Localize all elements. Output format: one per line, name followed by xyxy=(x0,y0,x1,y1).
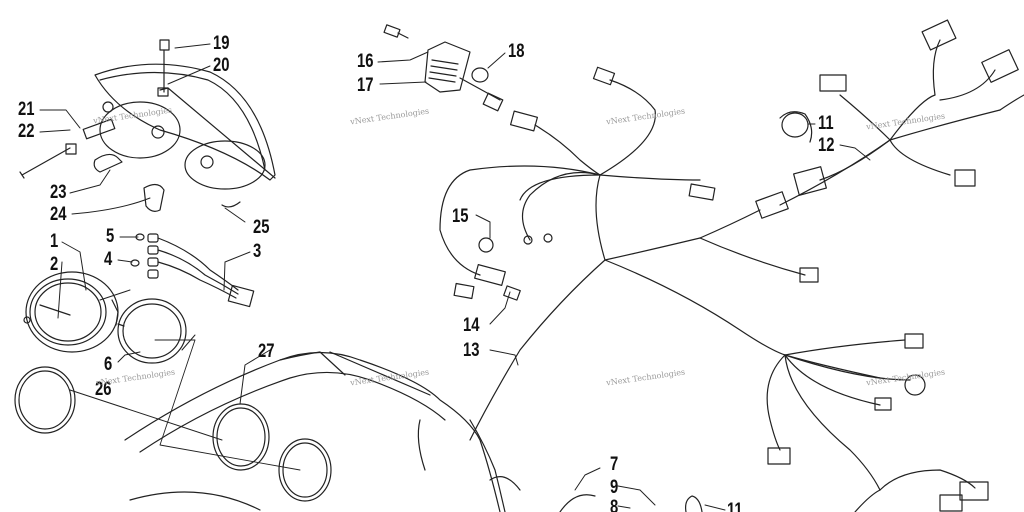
leader-lines xyxy=(39,43,871,511)
callout-9: 9 xyxy=(610,477,619,498)
headlight-assembly xyxy=(94,39,276,190)
instrument-panel xyxy=(124,351,521,512)
callout-24: 24 xyxy=(50,204,67,225)
callout-11-bottom: 11 xyxy=(727,500,743,512)
speedometer xyxy=(23,271,125,353)
callout-2: 2 xyxy=(50,254,59,275)
callout-4: 4 xyxy=(104,249,113,270)
callout-14: 14 xyxy=(463,315,480,336)
main-harness xyxy=(439,19,1024,441)
callout-7: 7 xyxy=(610,454,619,475)
bezel-rings xyxy=(14,298,187,434)
callout-18: 18 xyxy=(508,41,525,62)
callout-6: 6 xyxy=(104,354,113,375)
callout-26: 26 xyxy=(95,379,112,400)
callout-16: 16 xyxy=(357,51,374,72)
callout-19: 19 xyxy=(213,33,230,54)
callout-12: 12 xyxy=(818,135,835,156)
callout-3: 3 xyxy=(253,241,262,262)
callout-25: 25 xyxy=(253,217,270,238)
callout-22: 22 xyxy=(18,121,35,142)
callout-13: 13 xyxy=(463,340,480,361)
regulator xyxy=(383,24,504,112)
callout-21: 21 xyxy=(18,99,35,120)
bulb-harness xyxy=(130,233,255,308)
callout-15: 15 xyxy=(452,206,469,227)
callout-23: 23 xyxy=(50,182,67,203)
callout-17: 17 xyxy=(357,75,374,96)
callout-27: 27 xyxy=(258,341,275,362)
callout-8: 8 xyxy=(610,497,619,512)
adjuster-parts xyxy=(19,118,241,212)
callout-20: 20 xyxy=(213,55,230,76)
lower-harness xyxy=(766,333,989,512)
callout-5: 5 xyxy=(106,226,115,247)
callout-11-top: 11 xyxy=(818,113,834,134)
callout-1: 1 xyxy=(50,231,59,252)
bottom-parts xyxy=(559,111,813,512)
